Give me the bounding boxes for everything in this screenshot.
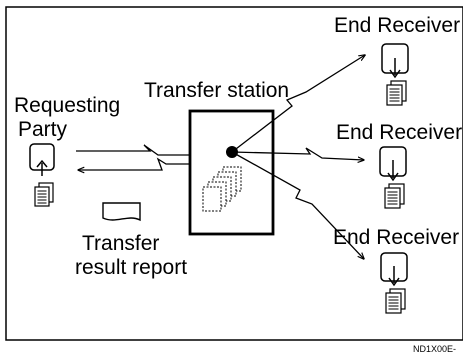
requesting-party-label-line2: Party	[18, 118, 68, 141]
end-receiver-2-fax-icon	[379, 146, 407, 209]
stored-documents-icon	[202, 166, 242, 212]
end-receiver-3-label: End Receiver	[333, 226, 459, 249]
end-receiver-2-label: End Receiver	[336, 121, 462, 144]
distribution-arrows	[231, 55, 365, 259]
transfer-result-label-line1: Transfer	[82, 232, 159, 255]
requesting-party-label-line1: Requesting	[14, 94, 120, 117]
end-receiver-1-fax-icon	[381, 43, 409, 106]
image-code-label: ND1X00E-	[413, 344, 456, 354]
transfer-result-label-line2: result report	[75, 256, 187, 279]
requesting-party-fax-icon	[29, 143, 55, 207]
transfer-station-label: Transfer station	[144, 79, 289, 102]
request-arrows	[76, 144, 222, 170]
result-report-icon	[102, 202, 141, 222]
end-receiver-1-label: End Receiver	[334, 14, 460, 37]
diagram-frame	[5, 6, 463, 341]
end-receiver-3-fax-icon	[380, 252, 408, 314]
